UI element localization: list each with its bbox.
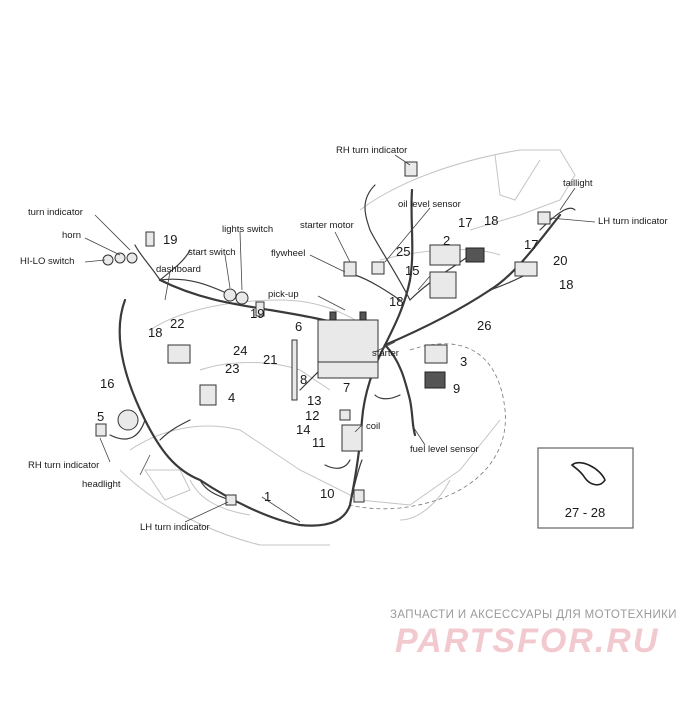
part-number-17b: 17 xyxy=(524,237,538,252)
horn-shape xyxy=(117,409,139,431)
label-rh-turn-indicator-top: RH turn indicator xyxy=(336,145,407,156)
flasher-shape xyxy=(514,261,538,277)
watermark-brand: PARTSFOR.RU xyxy=(395,622,659,660)
part-number-18b: 18 xyxy=(389,294,403,309)
cap-13-shape xyxy=(339,409,351,421)
relay-4-shape xyxy=(199,384,217,406)
start-switch-shape xyxy=(223,288,237,302)
bulb-19a-shape xyxy=(145,231,155,247)
relay-15-shape xyxy=(429,244,461,266)
part-number-7: 7 xyxy=(343,380,350,395)
battery-terminal-shape xyxy=(359,311,367,321)
tube-21-shape xyxy=(291,339,298,401)
label-pick-up: pick-up xyxy=(268,289,299,300)
label-taillight: taillight xyxy=(563,178,593,189)
part-number-5: 5 xyxy=(97,409,104,424)
bulb-19b-shape xyxy=(255,301,265,317)
regulator-shape xyxy=(429,271,457,299)
coil-shape xyxy=(341,424,363,452)
part-number-6: 6 xyxy=(295,319,302,334)
part-number-19b: 19 xyxy=(250,306,264,321)
label-hi-lo-switch: HI-LO switch xyxy=(20,256,74,267)
part-number-1: 1 xyxy=(264,489,271,504)
part-number-4: 4 xyxy=(228,390,235,405)
part-number-13: 13 xyxy=(307,393,321,408)
turn-indicator-connector-shape xyxy=(126,252,138,264)
lights-switch-shape xyxy=(235,291,249,305)
label-lights-switch: lights switch xyxy=(222,224,273,235)
part-number-19a: 19 xyxy=(163,232,177,247)
label-oil-level-sensor: oil level sensor xyxy=(398,199,461,210)
label-starter-motor: starter motor xyxy=(300,220,354,231)
part-number-15: 15 xyxy=(405,263,419,278)
label-start-switch: start switch xyxy=(188,247,236,258)
scooter-frame-outline xyxy=(119,149,576,546)
lh-turn-connector-bottom-shape xyxy=(225,494,237,506)
label-lh-turn-indicator-bottom: LH turn indicator xyxy=(140,522,210,533)
relay-9-shape xyxy=(424,371,446,389)
label-flywheel: flywheel xyxy=(271,248,305,259)
watermark: ЗАПЧАСТИ И АКСЕССУАРЫ ДЛЯ МОТОТЕХНИКИ PA… xyxy=(390,609,677,660)
battery-tray-shape xyxy=(317,361,379,379)
part-number-21: 21 xyxy=(263,352,277,367)
part-number-18c: 18 xyxy=(148,325,162,340)
part-number-9: 9 xyxy=(453,381,460,396)
callout-labels: RH turn indicator taillight LH turn indi… xyxy=(20,145,668,533)
label-rh-turn-indicator-left: RH turn indicator xyxy=(28,460,99,471)
components xyxy=(95,161,551,506)
part-number-14: 14 xyxy=(296,422,310,437)
rh-turn-connector-top-shape xyxy=(404,161,418,177)
watermark-tagline: ЗАПЧАСТИ И АКСЕССУАРЫ ДЛЯ МОТОТЕХНИКИ xyxy=(390,609,677,621)
part-number-10: 10 xyxy=(320,486,334,501)
label-starter: starter xyxy=(372,348,399,359)
part-number-23: 23 xyxy=(225,361,239,376)
label-coil: coil xyxy=(366,421,380,432)
part-number-16: 16 xyxy=(100,376,114,391)
part-number-27-28: 27 - 28 xyxy=(565,505,605,520)
fuse-box-shape xyxy=(465,247,485,263)
connector-10-shape xyxy=(353,489,365,503)
battery-shape xyxy=(317,319,379,363)
part-number-22: 22 xyxy=(170,316,184,331)
part-number-2: 2 xyxy=(443,233,450,248)
battery-terminal-shape xyxy=(329,311,337,321)
detail-box-27-28: 27 - 28 xyxy=(537,447,634,529)
part-number-3: 3 xyxy=(460,354,467,369)
label-lh-turn-indicator-right: LH turn indicator xyxy=(598,216,668,227)
label-headlight: headlight xyxy=(82,479,121,490)
horn-connector-shape xyxy=(114,252,126,264)
part-number-18a: 18 xyxy=(484,213,498,228)
leader-lines xyxy=(84,154,596,523)
label-turn-indicator: turn indicator xyxy=(28,207,83,218)
switch-23-shape xyxy=(167,344,191,364)
part-number-8: 8 xyxy=(300,372,307,387)
part-number-20: 20 xyxy=(553,253,567,268)
relay-3-shape xyxy=(424,344,448,364)
label-dashboard: dashboard xyxy=(156,264,201,275)
starter-motor-connector-shape xyxy=(343,261,357,277)
part-number-18d: 18 xyxy=(559,277,573,292)
part-number-24: 24 xyxy=(233,343,247,358)
lh-turn-connector-right-shape xyxy=(537,211,551,225)
part-number-17a: 17 xyxy=(458,215,472,230)
part-number-12: 12 xyxy=(305,408,319,423)
part-number-25: 25 xyxy=(396,244,410,259)
label-fuel-level-sensor: fuel level sensor xyxy=(410,444,479,455)
part-number-26: 26 xyxy=(477,318,491,333)
label-horn: horn xyxy=(62,230,81,241)
part-numbers: 1 2 3 4 5 6 7 8 9 10 11 12 13 14 15 16 1… xyxy=(97,213,573,504)
part-number-11: 11 xyxy=(312,435,326,450)
rh-turn-connector-left-shape xyxy=(95,423,107,437)
oil-sensor-connector-shape xyxy=(371,261,385,275)
